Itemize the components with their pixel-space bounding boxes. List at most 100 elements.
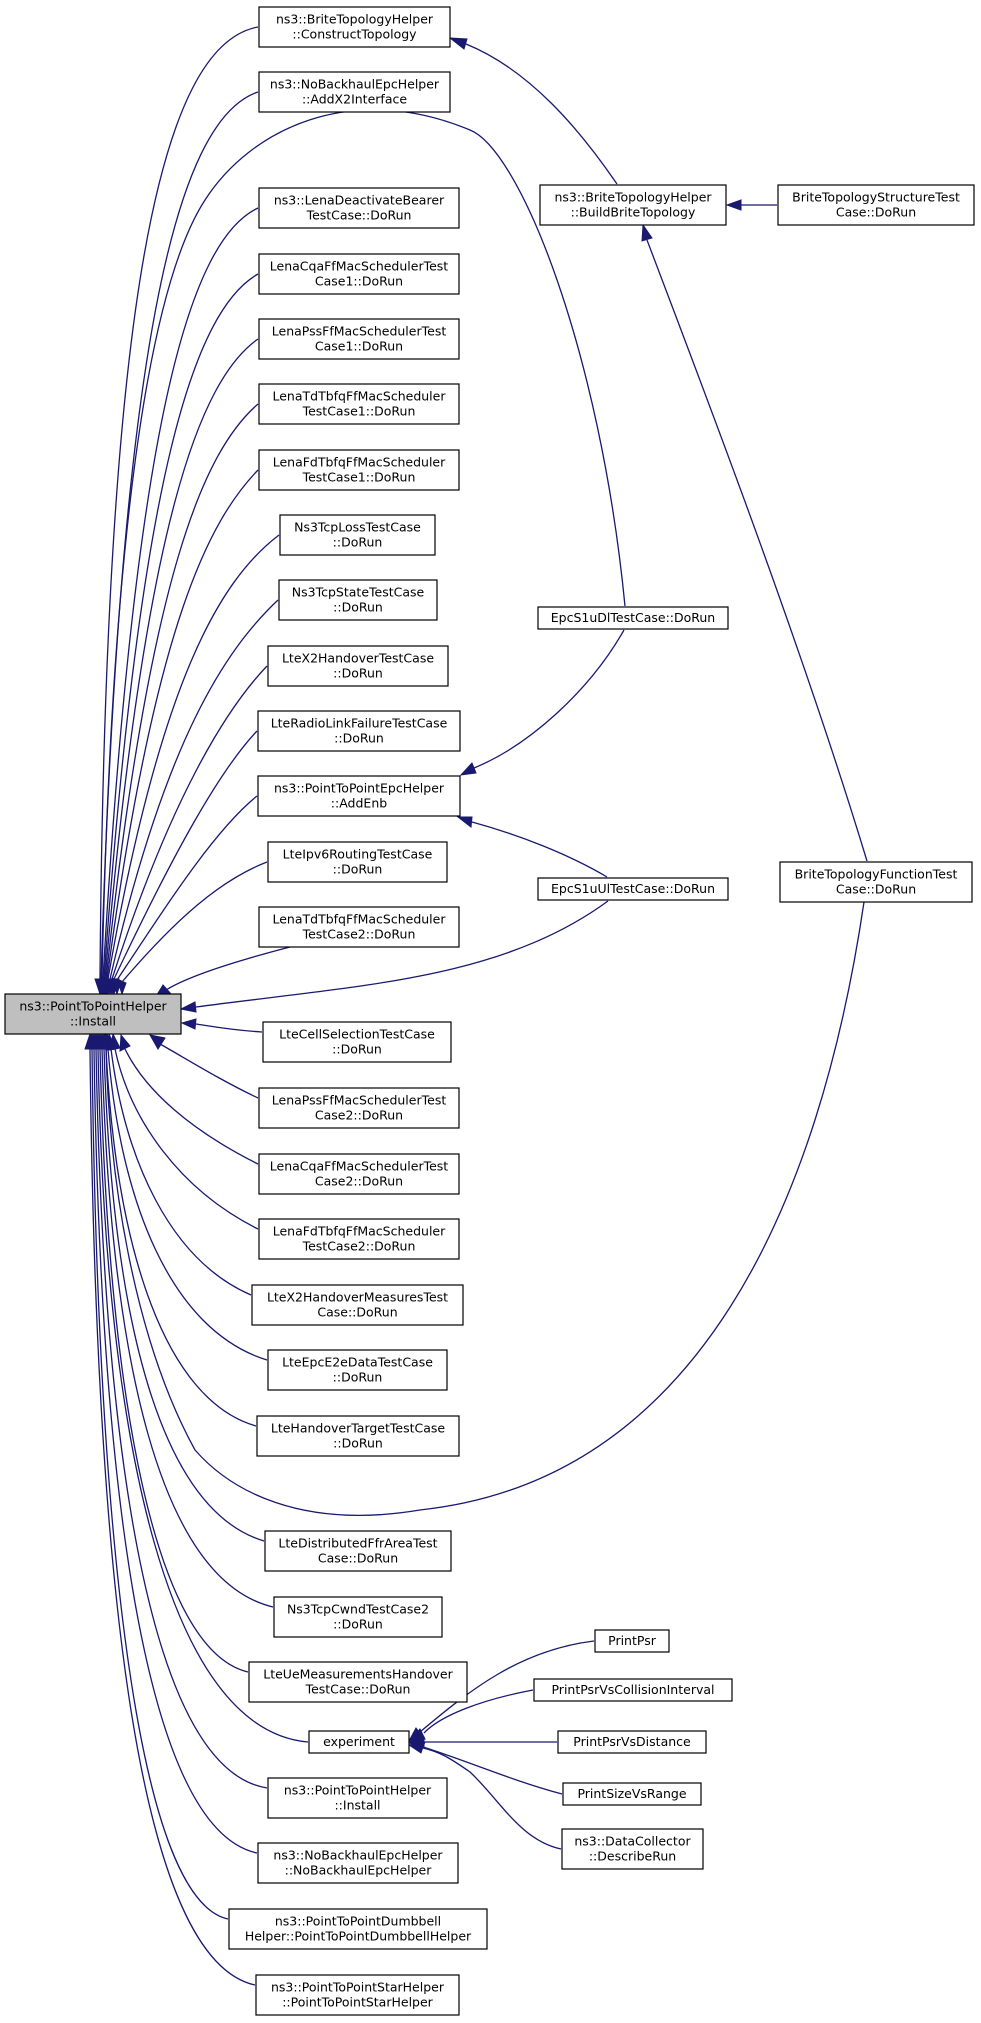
node-label-line: Case1::DoRun: [315, 339, 403, 354]
node-label-line: LteHandoverTargetTestCase: [271, 1421, 446, 1436]
node-box: [258, 187, 460, 229]
node-label-line: BriteTopologyStructureTest: [792, 190, 960, 205]
node-label-line: ::NoBackhaulEpcHelper: [285, 1863, 433, 1878]
arrowhead: [96, 978, 108, 996]
edge-line: [99, 1048, 249, 1673]
node-box: [308, 1730, 410, 1754]
node-epcs1uul[interactable]: EpcS1uUlTestCase::DoRun: [537, 877, 729, 901]
edge-line: [99, 26, 259, 980]
edge-brite_construct-to-root: [94, 26, 259, 996]
node-box: [557, 1730, 707, 1754]
node-label-line: ns3::DataCollector: [574, 1834, 691, 1849]
edge-line: [473, 629, 625, 769]
node-box: [777, 184, 975, 226]
edges-layer: [84, 26, 868, 1986]
edge-ns3tcpcwnd2-to-root: [96, 1032, 274, 1608]
node-p2p-install2[interactable]: ns3::PointToPointHelper::Install: [267, 1777, 448, 1819]
edge-star-to-root: [84, 1032, 256, 1986]
node-brite-construct[interactable]: ns3::BriteTopologyHelper::ConstructTopol…: [258, 6, 451, 48]
node-datacollector[interactable]: ns3::DataCollector::DescribeRun: [561, 1828, 704, 1870]
node-box: [278, 579, 438, 621]
edge-dumbbell-to-root: [86, 1032, 229, 1920]
edge-line: [646, 239, 868, 862]
node-box: [561, 1828, 704, 1870]
node-ns3tcploss[interactable]: Ns3TcpLossTestCase::DoRun: [279, 514, 436, 556]
node-ltex2handover[interactable]: LteX2HandoverTestCase::DoRun: [267, 645, 449, 687]
node-label-line: ::Install: [334, 1798, 380, 1813]
node-label-line: LteX2HandoverTestCase: [282, 651, 434, 666]
node-label-line: LenaPssFfMacSchedulerTest: [272, 324, 447, 339]
node-box: [248, 1661, 468, 1703]
node-printpsrcoll[interactable]: PrintPsrVsCollisionInterval: [533, 1678, 733, 1702]
edge-line: [422, 1746, 563, 1795]
edge-line: [465, 43, 618, 185]
node-label-line: TestCase2::DoRun: [302, 927, 416, 942]
node-box: [594, 1629, 670, 1653]
node-dumbbell[interactable]: ns3::PointToPointDumbbellHelper::PointTo…: [228, 1908, 488, 1950]
node-label-line: ::DoRun: [333, 600, 383, 615]
node-label-line: EpcS1uUlTestCase::DoRun: [551, 881, 715, 896]
node-label-line: LteRadioLinkFailureTestCase: [271, 716, 448, 731]
node-star[interactable]: ns3::PointToPointStarHelper::PointToPoin…: [255, 1974, 460, 2016]
node-lteradiolink[interactable]: LteRadioLinkFailureTestCase::DoRun: [257, 710, 461, 752]
edge-line: [93, 1048, 258, 1854]
node-box: [256, 1415, 460, 1457]
node-label-line: ::DescribeRun: [589, 1849, 676, 1864]
edge-line: [89, 1048, 256, 1986]
node-label-line: experiment: [323, 1734, 395, 1749]
node-brite-build[interactable]: ns3::BriteTopologyHelper::BuildBriteTopo…: [539, 184, 727, 226]
node-printpsrdist[interactable]: PrintPsrVsDistance: [557, 1730, 707, 1754]
arrowhead: [407, 1742, 425, 1754]
node-printpsr[interactable]: PrintPsr: [594, 1629, 670, 1653]
edge-ltecellsel-to-root: [180, 1018, 263, 1033]
node-epcs1udl[interactable]: EpcS1uDlTestCase::DoRun: [537, 606, 729, 630]
node-label-line: Helper::PointToPointDumbbellHelper: [245, 1929, 472, 1944]
edge-line: [103, 1048, 265, 1542]
node-experiment[interactable]: experiment: [308, 1730, 410, 1754]
node-nobackhaul-ctor[interactable]: ns3::NoBackhaulEpcHelper::NoBackhaulEpcH…: [257, 1842, 459, 1884]
node-label-line: LteDistributedFfrAreaTest: [278, 1536, 437, 1551]
node-ltehandovertarget[interactable]: LteHandoverTargetTestCase::DoRun: [256, 1415, 460, 1457]
node-label-line: Case2::DoRun: [315, 1108, 403, 1123]
node-root[interactable]: ns3::PointToPointHelper::Install: [4, 993, 182, 1035]
node-nobackhaul-addx2[interactable]: ns3::NoBackhaulEpcHelper::AddX2Interface: [258, 71, 451, 113]
node-label-line: LteEpcE2eDataTestCase: [282, 1355, 433, 1370]
node-box: [262, 1021, 452, 1063]
edge-brite_build-to-brite_construct: [448, 37, 618, 185]
arrowhead: [84, 1032, 96, 1050]
node-label-line: ::DoRun: [332, 1042, 382, 1057]
node-label-line: ns3::PointToPointHelper: [284, 1783, 432, 1798]
node-label-line: PrintPsrVsCollisionInterval: [551, 1682, 714, 1697]
node-ltecellsel[interactable]: LteCellSelectionTestCase::DoRun: [262, 1021, 452, 1063]
node-printsizerange[interactable]: PrintSizeVsRange: [562, 1782, 702, 1806]
arrowhead: [100, 1032, 112, 1050]
node-lteepce2e[interactable]: LteEpcE2eDataTestCase::DoRun: [267, 1349, 448, 1391]
node-label-line: Ns3TcpLossTestCase: [294, 520, 421, 535]
node-ns3tcpstate[interactable]: Ns3TcpStateTestCase::DoRun: [278, 579, 438, 621]
node-box: [257, 710, 461, 752]
edge-datacollector-to-experiment: [407, 1742, 562, 1850]
edge-line: [106, 469, 259, 980]
node-box: [539, 184, 727, 226]
node-box: [251, 1284, 464, 1326]
node-p2p-addenb[interactable]: ns3::PointToPointEpcHelper::AddEnb: [257, 775, 461, 817]
node-lteipv6[interactable]: LteIpv6RoutingTestCase::DoRun: [267, 841, 448, 883]
node-label-line: ::DoRun: [333, 666, 383, 681]
node-ns3tcpcwnd2[interactable]: Ns3TcpCwndTestCase2::DoRun: [273, 1596, 443, 1638]
edge-line: [124, 1048, 259, 1165]
node-box: [779, 861, 973, 903]
